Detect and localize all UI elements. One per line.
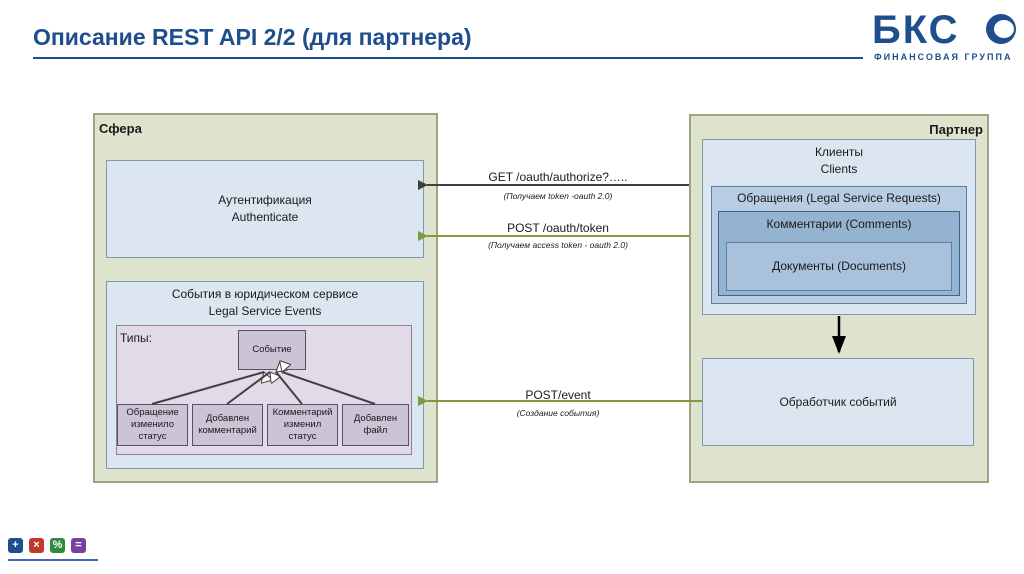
event-type-status-changed: Обращение изменило статус: [117, 404, 188, 446]
authenticate-box: Аутентификация Authenticate: [106, 160, 424, 258]
comments-label: Комментарии (Comments): [766, 217, 912, 231]
partner-label: Партнер: [929, 122, 983, 137]
event-parent-box: Событие: [238, 330, 306, 370]
clients-en: Clients: [820, 162, 858, 176]
page-title: Описание REST API 2/2 (для партнера): [33, 24, 472, 50]
events-en: Legal Service Events: [208, 304, 322, 318]
post-token-label: POST /oauth/token: [507, 221, 609, 235]
documents-label: Документы (Documents): [772, 259, 906, 273]
get-authorize-label: GET /oauth/authorize?…..: [488, 170, 628, 184]
percent-icon[interactable]: %: [50, 538, 65, 553]
inherit-line-4: [282, 372, 376, 405]
slide-toolbar: + × % =: [8, 538, 86, 553]
plus-icon[interactable]: +: [8, 538, 23, 553]
event-handler-label: Обработчик событий: [779, 394, 897, 409]
authenticate-en: Authenticate: [231, 210, 299, 224]
inherit-line-1: [151, 371, 264, 405]
bottom-divider: [8, 559, 98, 561]
get-authorize-sub: (Получаем token -oauth 2.0): [503, 191, 613, 201]
documents-box: Документы (Documents): [726, 242, 952, 291]
event-parent-label: Событие: [252, 344, 292, 355]
types-label: Типы:: [120, 331, 152, 345]
equals-icon[interactable]: =: [71, 538, 86, 553]
title-divider: [33, 57, 863, 59]
logo-subtitle: ФИНАНСОВАЯ ГРУППА: [874, 52, 1013, 62]
authenticate-ru: Аутентификация: [218, 193, 312, 207]
close-icon[interactable]: ×: [29, 538, 44, 553]
requests-label: Обращения (Legal Service Requests): [737, 191, 941, 205]
sfera-label: Сфера: [99, 121, 142, 136]
events-ru: События в юридическом сервисе: [171, 287, 359, 301]
post-event-sub: (Создание события): [516, 408, 600, 418]
inherit-line-3: [275, 372, 303, 405]
event-type-file-added: Добавлен файл: [342, 404, 409, 446]
inherit-line-2: [226, 371, 270, 405]
event-type-comment-added: Добавлен комментарий: [192, 404, 263, 446]
logo-brand: БКС: [872, 8, 960, 52]
clients-ru: Клиенты: [814, 145, 864, 159]
post-token-sub: (Получаем access token - oauth 2.0): [488, 240, 628, 250]
event-handler-box: Обработчик событий: [702, 358, 974, 446]
clients-to-handler-arrowhead: [832, 336, 846, 354]
post-event-label: POST/event: [525, 388, 591, 402]
bks-logo: БКС ФИНАНСОВАЯ ГРУППА: [868, 6, 1018, 70]
logo-mark-icon: [986, 14, 1016, 44]
event-type-comment-status: Комментарий изменил статус: [267, 404, 338, 446]
